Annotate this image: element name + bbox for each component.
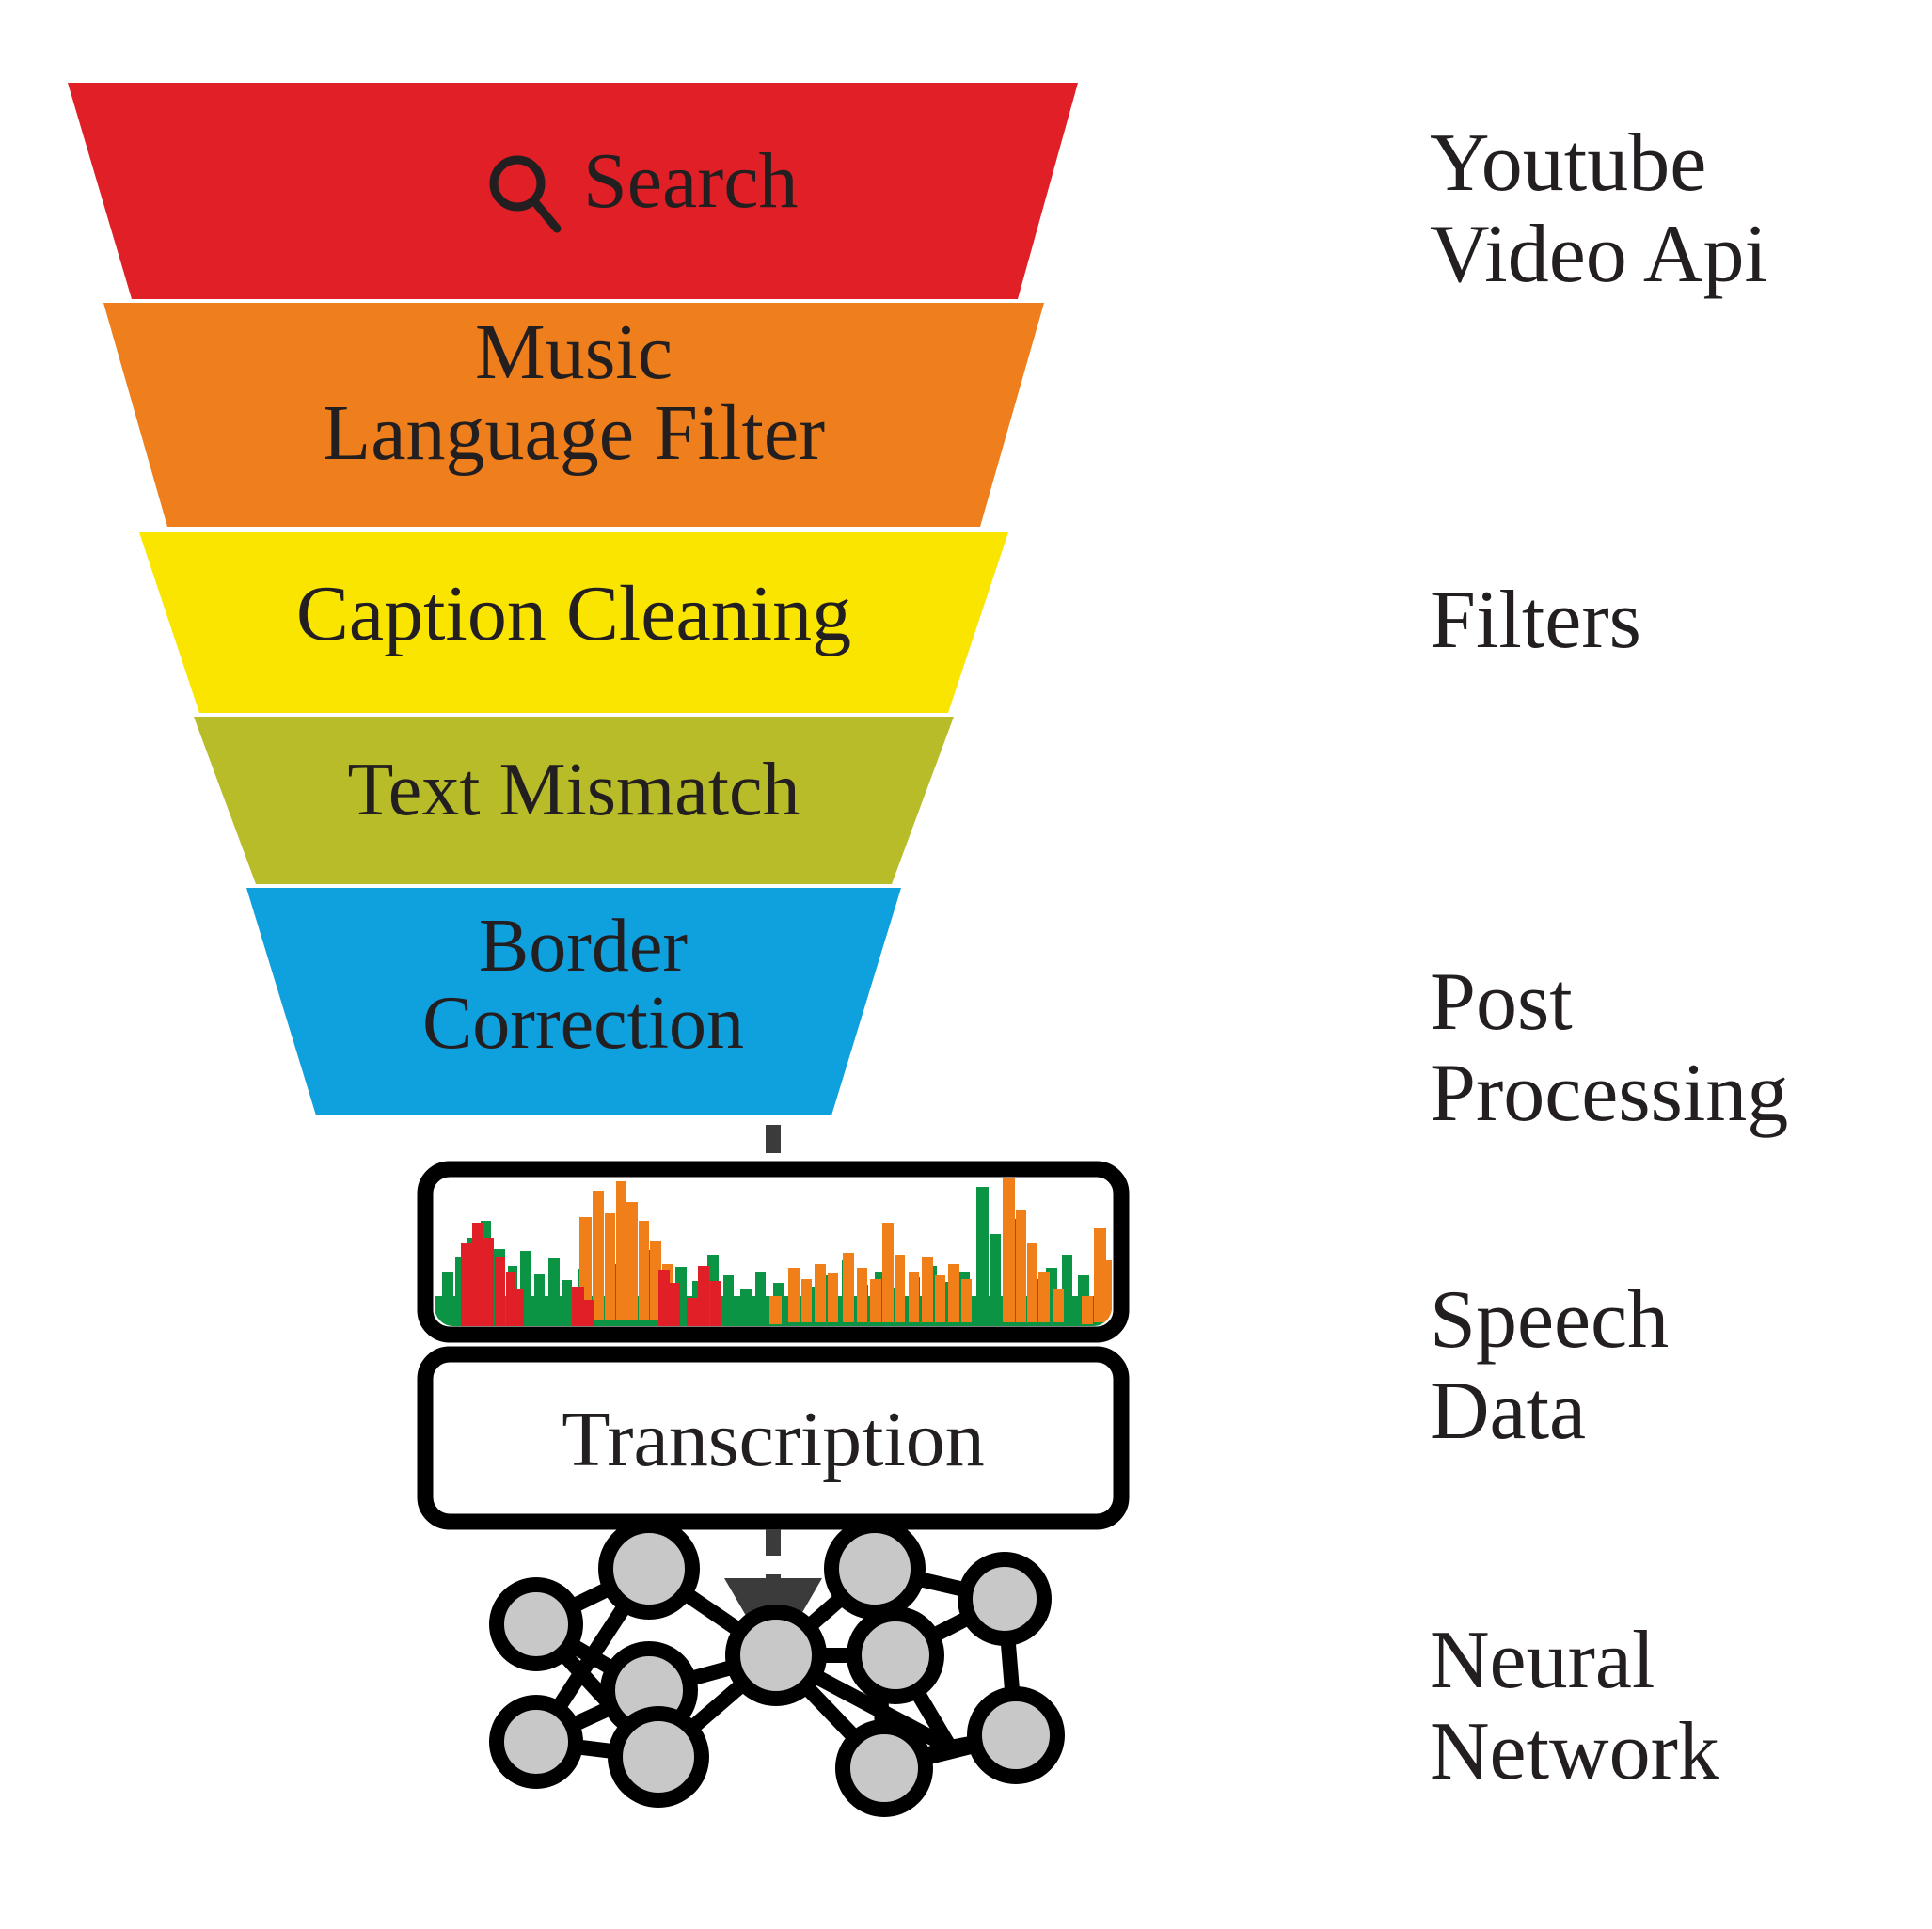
transcription-label: Transcription [562, 1396, 985, 1483]
network-node [958, 1552, 1052, 1646]
network-node [847, 1606, 944, 1704]
funnel-stage-caption-cleaning-shape[interactable] [139, 532, 1008, 713]
side-label-filters: Filters [1430, 575, 1641, 666]
funnel-stage-search-shape[interactable] [68, 83, 1078, 299]
funnel-stage-music-language-filter-shape[interactable] [103, 303, 1044, 527]
network-node [489, 1695, 583, 1789]
network-node [824, 1518, 926, 1620]
side-label-neural-network: Neural Network [1430, 1615, 1719, 1797]
network-node [725, 1605, 827, 1706]
network-nodes [489, 1518, 1065, 1817]
waveform-bars [435, 1178, 1112, 1326]
network-node [835, 1719, 933, 1817]
search-icon [482, 150, 566, 235]
funnel-stage-text-mismatch-shape[interactable] [194, 717, 954, 884]
network-node [967, 1686, 1065, 1784]
side-label-post-processing: Post Processing [1430, 957, 1789, 1139]
network-node [489, 1577, 583, 1671]
network-node [598, 1518, 700, 1620]
funnel-stage-border-correction-shape[interactable] [246, 888, 901, 1115]
network-node [608, 1706, 709, 1808]
side-label-youtube-video-api: Youtube Video Api [1430, 118, 1767, 300]
side-label-speech-data: Speech Data [1430, 1274, 1670, 1457]
